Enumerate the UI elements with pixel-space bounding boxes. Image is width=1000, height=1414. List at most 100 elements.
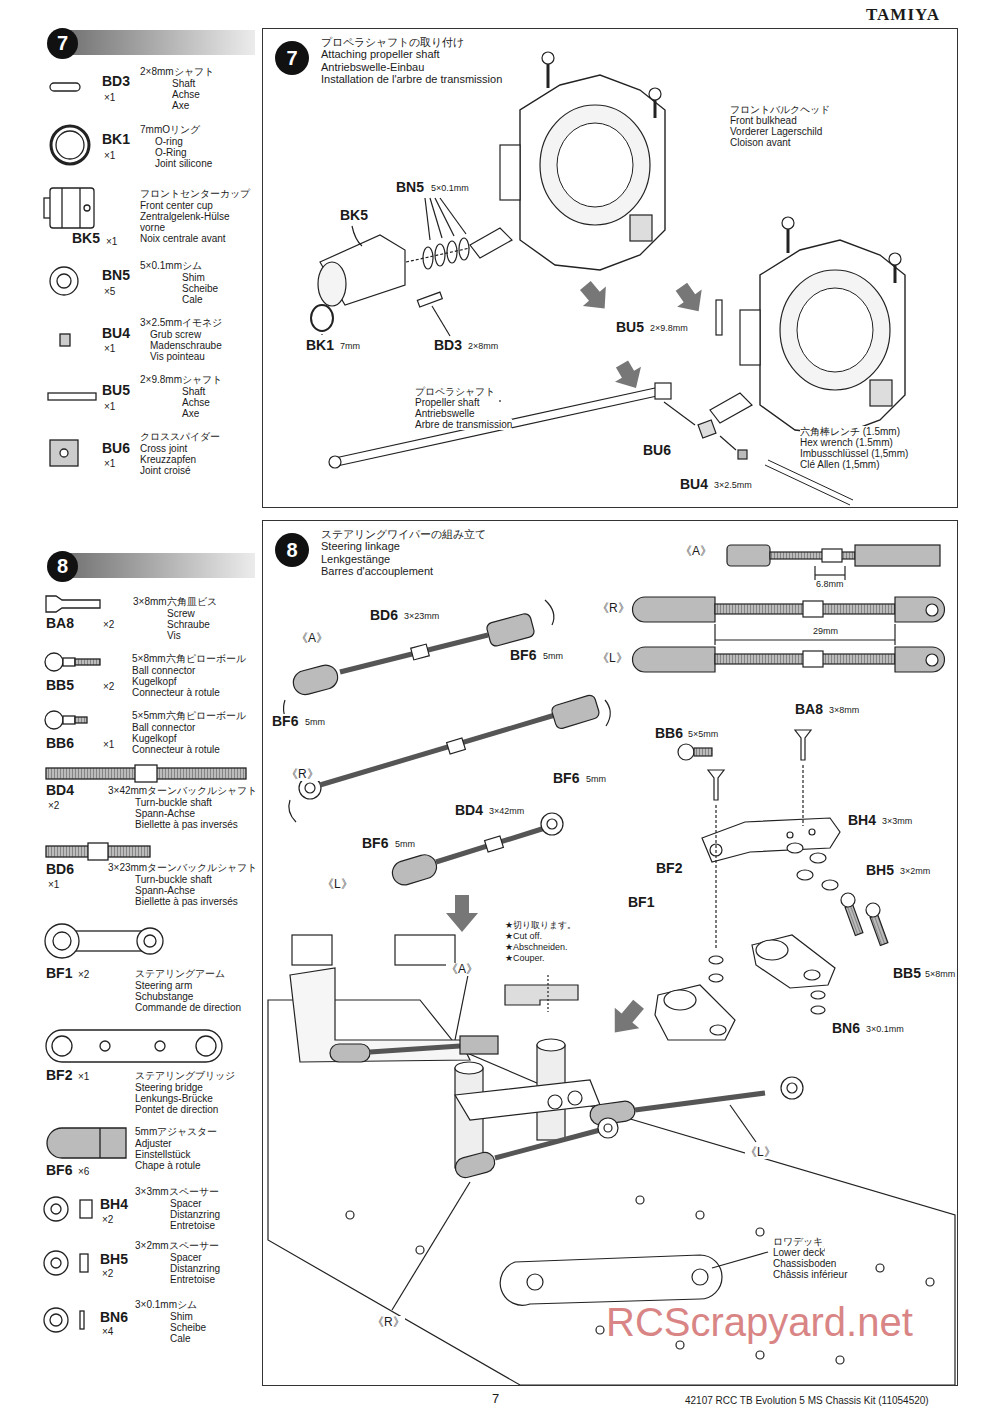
step8-drawing xyxy=(370,1046,460,1052)
label-text: 5mm xyxy=(305,718,325,728)
label-text: Imbusschlüssel (1,5mm) xyxy=(800,448,908,459)
label-text: Distanzring xyxy=(170,1263,220,1274)
part-icon xyxy=(44,1251,68,1275)
step7-drawing xyxy=(352,226,362,246)
label-text: 5×8mm xyxy=(925,970,955,980)
step8-drawing xyxy=(710,1025,726,1035)
label-text: ロワデッキ xyxy=(773,1236,823,1247)
step8-drawing xyxy=(455,1062,483,1074)
part-code: BD3 xyxy=(434,338,462,353)
step7-drawing xyxy=(655,383,671,399)
label-text: Zentralgelenk-Hülse xyxy=(140,211,230,222)
label-text: Commande de direction xyxy=(135,1002,241,1013)
step8-drawing xyxy=(395,935,455,965)
label-text: ×1 xyxy=(104,343,115,354)
label-text: フロントセンターカップ xyxy=(140,188,250,199)
label-text: Einstellstück xyxy=(135,1149,191,1160)
step8-drawing xyxy=(455,1080,600,1120)
label-text: Ball connector xyxy=(132,722,195,733)
label-text: Scheibe xyxy=(182,283,218,294)
part-icon xyxy=(99,1128,100,1158)
label-text: ×2 xyxy=(48,800,59,811)
step8-drawing xyxy=(809,829,815,835)
part-icon xyxy=(155,1041,165,1051)
label-text: 《A》 xyxy=(446,963,478,976)
label-text: Steering bridge xyxy=(135,1082,203,1093)
part-icon xyxy=(196,1036,216,1056)
label-text: Screw xyxy=(167,608,195,619)
label-text: プロペラシャフト xyxy=(415,386,495,397)
part-icon xyxy=(56,131,84,159)
label-text: Connecteur à rotule xyxy=(132,744,220,755)
step8-drawing xyxy=(547,975,548,1012)
step8-drawing xyxy=(447,738,466,754)
step8-drawing xyxy=(810,853,826,863)
step8-drawing xyxy=(598,1118,618,1138)
part-code: BA8 xyxy=(46,616,74,631)
step8-drawing xyxy=(604,1124,612,1132)
direction-arrow xyxy=(603,994,651,1043)
step7-drawing xyxy=(311,305,333,331)
part-code: BH5 xyxy=(866,863,894,878)
step8-drawing xyxy=(926,1278,934,1286)
step7-drawing xyxy=(311,52,905,505)
step8-drawing xyxy=(845,905,863,936)
label-text: 3×3mmスペーサー xyxy=(135,1186,219,1197)
part-icon xyxy=(45,653,63,671)
heading-text: Lenkgestänge xyxy=(321,553,486,565)
part-icon xyxy=(53,932,71,950)
label-text: Grub screw xyxy=(150,329,201,340)
step8-drawing xyxy=(841,893,855,907)
step8-drawing xyxy=(797,870,813,880)
part-code: BH4 xyxy=(848,813,876,828)
label-text: 6.8mm xyxy=(816,580,844,590)
part-icon xyxy=(51,1204,61,1214)
part-code: BN6 xyxy=(100,1310,128,1325)
part-icon xyxy=(45,924,79,958)
label-text: 5×8mm六角ピローボール xyxy=(132,653,246,664)
label-text: Vorderer Lagerschild xyxy=(730,126,822,137)
label-text: 3×8mm六角皿ビス xyxy=(133,596,217,607)
step8-drawing xyxy=(636,1196,644,1204)
heading-text: プロペラシャフトの取り付け xyxy=(321,36,502,48)
label-text: Kreuzzapfen xyxy=(140,454,196,465)
part-code: BF1 xyxy=(46,966,72,981)
label-text: Cale xyxy=(170,1333,191,1344)
step7-drawing xyxy=(499,400,500,402)
step8-drawing xyxy=(787,843,803,853)
step-band xyxy=(60,553,255,578)
step8-drawing xyxy=(346,1211,354,1219)
step-panel: ステアリングワイパーの組み立てSteering linkageLenkgestä… xyxy=(262,520,958,1386)
step-band xyxy=(60,30,255,55)
label-text: Turn-buckle shaft xyxy=(135,797,212,808)
label-text: Kugelkopf xyxy=(132,676,176,687)
step8-drawing xyxy=(709,974,723,982)
part-code: BF1 xyxy=(628,895,654,910)
part-code: BU5 xyxy=(102,383,130,398)
label-text: 《L》 xyxy=(322,878,353,891)
part-code: BK5 xyxy=(72,231,100,246)
step8-drawing xyxy=(836,1356,844,1364)
step8-drawing xyxy=(727,545,770,566)
part-icon xyxy=(63,658,75,666)
label-text: Achse xyxy=(172,89,200,100)
step8-drawing xyxy=(866,903,880,917)
label-text: 42107 RCC TB Evolution 5 MS Chassis Kit … xyxy=(685,1395,929,1406)
label-text: 5mm xyxy=(543,652,563,662)
step8-drawing xyxy=(292,935,332,965)
part-icon xyxy=(79,188,80,228)
step8-drawing xyxy=(291,662,341,697)
step7-drawing xyxy=(430,198,442,238)
part-icon xyxy=(46,1030,222,1062)
watermark: RCScrapyard.net xyxy=(606,1300,913,1344)
label-text: Propeller shaft xyxy=(415,397,479,408)
step7-drawing xyxy=(337,396,657,466)
label-text: 5mm xyxy=(395,840,415,850)
label-text: ×1 xyxy=(104,92,115,103)
step-number: 8 xyxy=(275,533,309,567)
step8-drawing xyxy=(870,915,888,946)
label-text: Spann-Achse xyxy=(135,885,195,896)
part-code: BU4 xyxy=(102,326,130,341)
label-text: 3×23mm xyxy=(404,612,439,622)
label-text: 《A》 xyxy=(296,632,328,645)
